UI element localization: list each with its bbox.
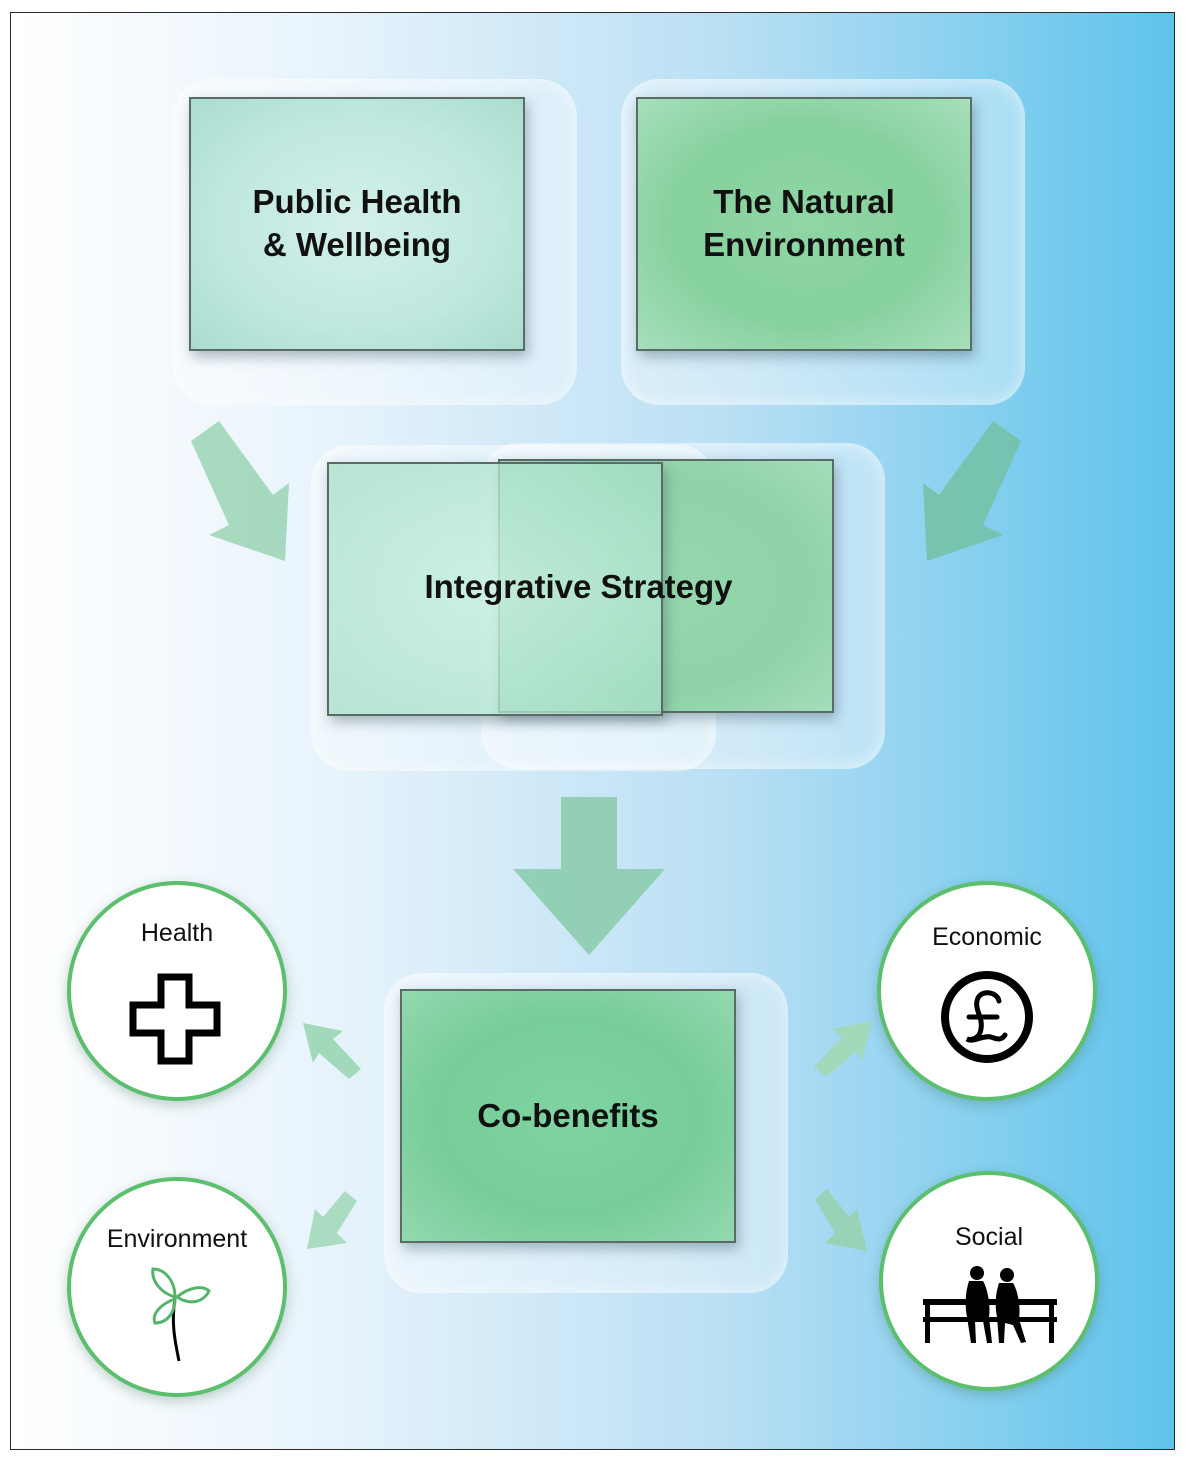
health-label: Health bbox=[140, 919, 214, 947]
arrow-public-health-to-strategy bbox=[191, 421, 289, 561]
diagram-canvas: Public Health & Wellbeing The Natural En… bbox=[10, 12, 1175, 1450]
public-health-label: Public Health & Wellbeing bbox=[252, 183, 462, 263]
arrow-natural-environment-to-strategy bbox=[923, 421, 1021, 561]
co-benefits-box: Co-benefits bbox=[400, 989, 736, 1243]
economic-circle: Economic bbox=[877, 881, 1097, 1101]
natural-environment-label: The Natural Environment bbox=[703, 183, 905, 263]
arrow-to-health bbox=[303, 1023, 361, 1079]
cross-icon bbox=[129, 973, 221, 1065]
integrative-strategy-text-wrap: Integrative Strategy bbox=[327, 462, 830, 712]
integrative-strategy-label: Integrative Strategy bbox=[424, 567, 733, 605]
health-circle: Health bbox=[67, 881, 287, 1101]
plant-sprout-icon bbox=[151, 1267, 211, 1362]
arrow-to-social bbox=[815, 1189, 867, 1251]
arrow-strategy-to-co-benefits bbox=[513, 797, 665, 955]
co-benefits-label: Co-benefits bbox=[477, 1096, 659, 1134]
arrow-to-economic bbox=[814, 1021, 872, 1077]
integrative-strategy-box-front bbox=[327, 462, 663, 716]
people-on-bench-icon bbox=[923, 1266, 1057, 1343]
social-label: Social bbox=[954, 1223, 1024, 1251]
public-health-box: Public Health & Wellbeing bbox=[189, 97, 525, 351]
economic-label: Economic bbox=[932, 923, 1042, 951]
natural-environment-box: The Natural Environment bbox=[636, 97, 972, 351]
arrow-to-environment bbox=[307, 1191, 357, 1249]
environment-label: Environment bbox=[106, 1225, 248, 1253]
environment-circle: Environment bbox=[67, 1177, 287, 1397]
pound-sign-icon bbox=[941, 971, 1033, 1063]
social-circle: Social bbox=[879, 1171, 1099, 1391]
